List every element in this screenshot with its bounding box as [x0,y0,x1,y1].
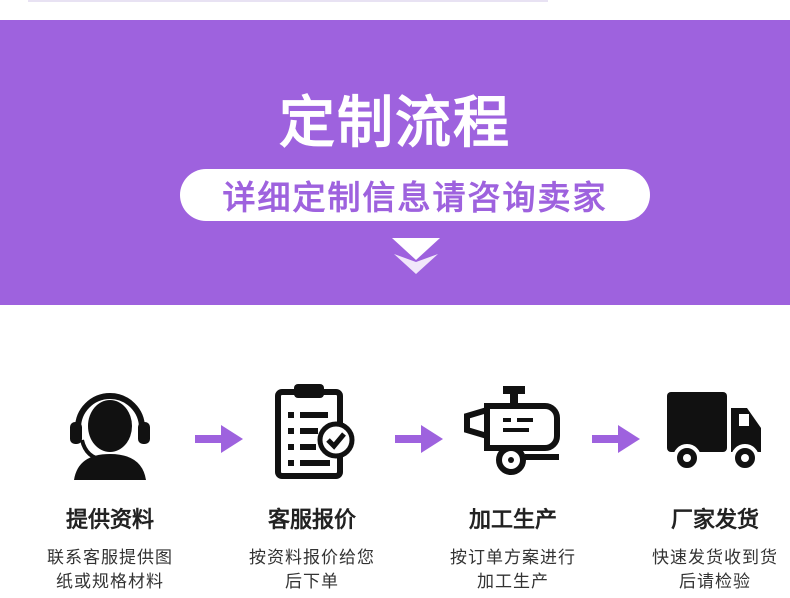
double-chevron-down-icon [392,238,440,274]
step-description: 按订单方案进行 加工生产 [413,546,613,594]
step-title: 加工生产 [468,508,557,533]
step-desc-line: 按订单方案进行 [450,548,576,568]
arrow-right-icon [395,425,443,453]
headset-agent-icon [70,393,150,480]
step-desc-line: 联系客服提供图 [47,548,173,568]
arrow-right-icon [592,425,640,453]
step-title: 提供资料 [65,508,154,533]
top-divider [28,0,548,2]
step-title: 厂家发货 [670,508,759,533]
arrow-right-icon [195,425,243,453]
machine-icon [464,386,560,475]
step-production: 加工生产 按订单方案进行 加工生产 [413,380,613,594]
step-desc-line: 后下单 [285,572,339,592]
top-strip [0,0,790,20]
step-quotation: 客服报价 按资料报价给您 后下单 [212,380,412,594]
step-desc-line: 快速发货收到货 [652,548,778,568]
subtitle-text: 详细定制信息请咨询卖家 [222,178,608,217]
step-title: 客服报价 [267,508,356,533]
step-shipping: 厂家发货 快速发货收到货 后请检验 [615,380,790,594]
subtitle-pill: 详细定制信息请咨询卖家 [180,169,650,221]
step-desc-line: 后请检验 [679,572,751,592]
step-description: 联系客服提供图 纸或规格材料 [10,546,210,594]
step-desc-line: 按资料报价给您 [249,548,375,568]
process-banner: 定制流程 详细定制信息请咨询卖家 [0,20,790,305]
truck-icon [667,392,761,472]
step-description: 按资料报价给您 后下单 [212,546,412,594]
banner-title: 定制流程 [279,91,511,156]
step-description: 快速发货收到货 后请检验 [615,546,790,594]
clipboard-check-icon [275,384,355,479]
step-desc-line: 纸或规格材料 [56,572,164,592]
step-desc-line: 加工生产 [477,572,549,592]
step-provide-materials: 提供资料 联系客服提供图 纸或规格材料 [10,380,210,594]
